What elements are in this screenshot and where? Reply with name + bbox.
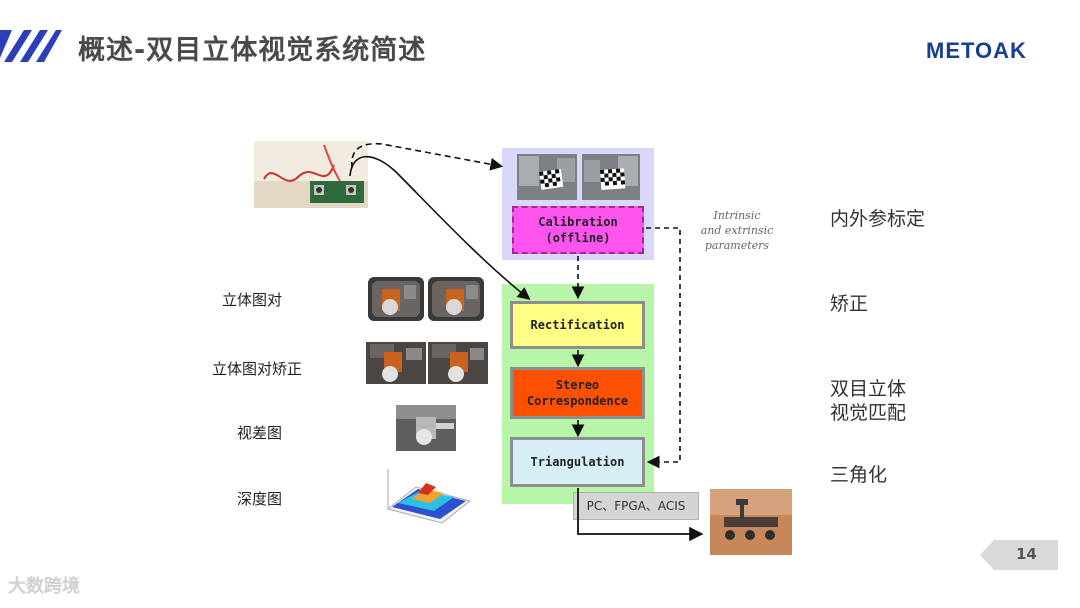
parameters-note: Intrinsic and extrinsic parameters [700,209,774,252]
stereo-correspondence-label: Stereo Correspondence [526,378,629,408]
calibration-image-right [582,154,640,200]
label-depth-map: 深度图 [236,490,282,508]
stereo-pair-right-image [428,277,484,321]
mars-rover-photo [710,489,792,555]
disparity-map-image [396,405,456,451]
stereo-camera-photo [254,141,368,208]
depth-map-image [382,463,474,527]
calibration-box: Calibration (offline) [512,206,644,254]
camera-to-calibration-arrow [351,142,504,171]
label-calibration-cn: 内外参标定 [830,208,926,230]
rectified-pair-right-image [428,342,488,384]
page-number: 14 [1016,545,1037,563]
header-stripes-icon [0,30,62,62]
parameters-feedback-arrow [646,227,681,469]
platforms-label: PC、FPGA、ACIS [586,499,686,513]
triangulation-box: Triangulation [510,437,645,487]
stereo-pair-left-image [368,277,424,321]
label-rectification-cn: 矫正 [830,293,869,315]
stereo-correspondence-box: Stereo Correspondence [510,367,645,419]
triangulation-to-rover-arrow [577,488,704,542]
page-title: 概述-双目立体视觉系统简述 [78,35,427,66]
triangulation-label: Triangulation [530,455,625,469]
label-matching-line1: 双目立体 [830,378,907,400]
label-disparity-map: 视差图 [236,424,282,442]
watermark: 大数跨境 [8,576,80,597]
page-number-badge: 14 [980,540,1058,570]
label-triangulation-cn: 三角化 [830,464,888,486]
metoak-logo: METOAK [926,38,1027,63]
label-matching-line2: 视觉匹配 [830,402,907,424]
rectification-box: Rectification [510,301,645,349]
label-rectified-pair: 立体图对矫正 [211,360,302,378]
calibration-label: Calibration (offline) [538,215,618,245]
calibration-image-left [517,154,577,200]
rectification-label: Rectification [530,318,625,332]
camera-to-rectification-arrow [349,155,531,300]
rectified-pair-left-image [366,342,426,384]
platforms-box: PC、FPGA、ACIS [573,492,699,520]
label-stereo-pair: 立体图对 [221,291,282,309]
